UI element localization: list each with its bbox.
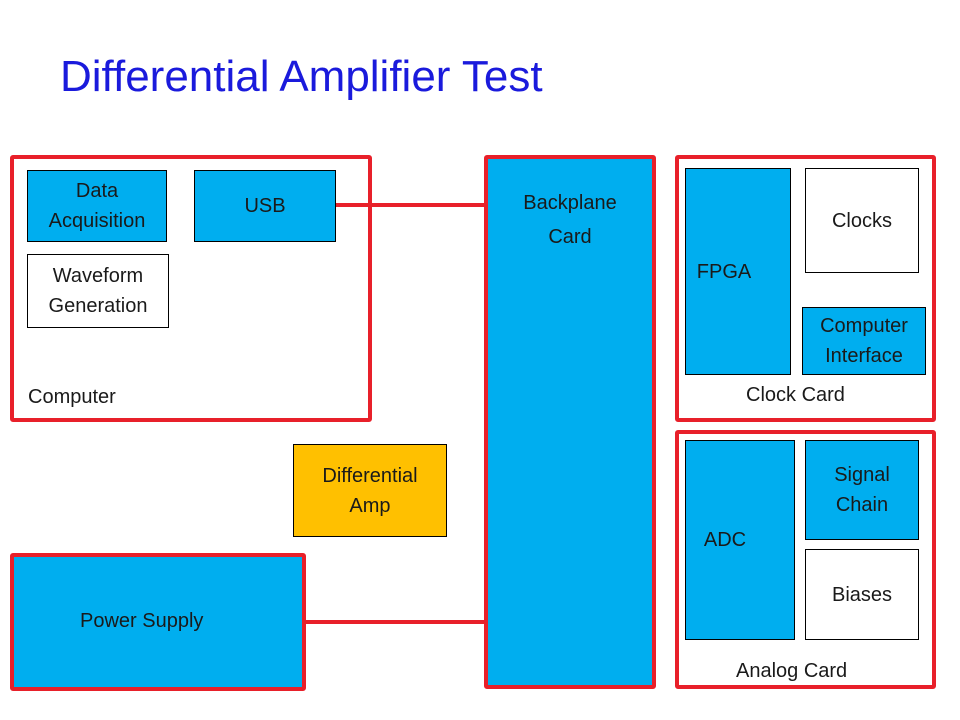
power-supply-group [10, 553, 306, 691]
usb-label: USB [244, 195, 286, 217]
adc-label: ADC [703, 529, 747, 551]
clock-card-label: Clock Card [746, 384, 845, 406]
clock-card-group [675, 155, 936, 422]
data-acquisition-label: Data Acquisition [48, 180, 146, 232]
biases-label: Biases [831, 583, 893, 606]
fpga-block: FPGA [685, 168, 791, 375]
computer-interface-block: Computer Interface [802, 307, 926, 375]
fpga-label: FPGA [696, 260, 752, 283]
signal-chain-label: Signal Chain [834, 464, 890, 516]
analog-card-label: Analog Card [736, 660, 848, 682]
computer-group-label: Computer [28, 386, 116, 408]
page-title: Differential Amplifier Test [60, 52, 543, 101]
backplane-card [484, 155, 656, 689]
differential-amp-label: Differential Amp [322, 464, 418, 517]
data-acquisition-block: Data Acquisition [27, 170, 167, 242]
clocks-block: Clocks [805, 168, 919, 273]
differential-amp-block: Differential Amp [293, 444, 447, 537]
backplane-card-label: Backplane Card [523, 192, 617, 248]
biases-block: Biases [805, 549, 919, 640]
analog-card-group [675, 430, 936, 689]
waveform-generation-label: Waveform Generation [48, 265, 148, 317]
power-supply-label: Power Supply [80, 610, 204, 632]
signal-chain-block: Signal Chain [805, 440, 919, 540]
computer-interface-label: Computer Interface [820, 315, 908, 367]
usb-block: USB [194, 170, 336, 242]
clocks-label: Clocks [831, 209, 892, 232]
computer-group [10, 155, 372, 422]
waveform-generation-block: Waveform Generation [27, 254, 169, 328]
adc-block: ADC [685, 440, 795, 640]
